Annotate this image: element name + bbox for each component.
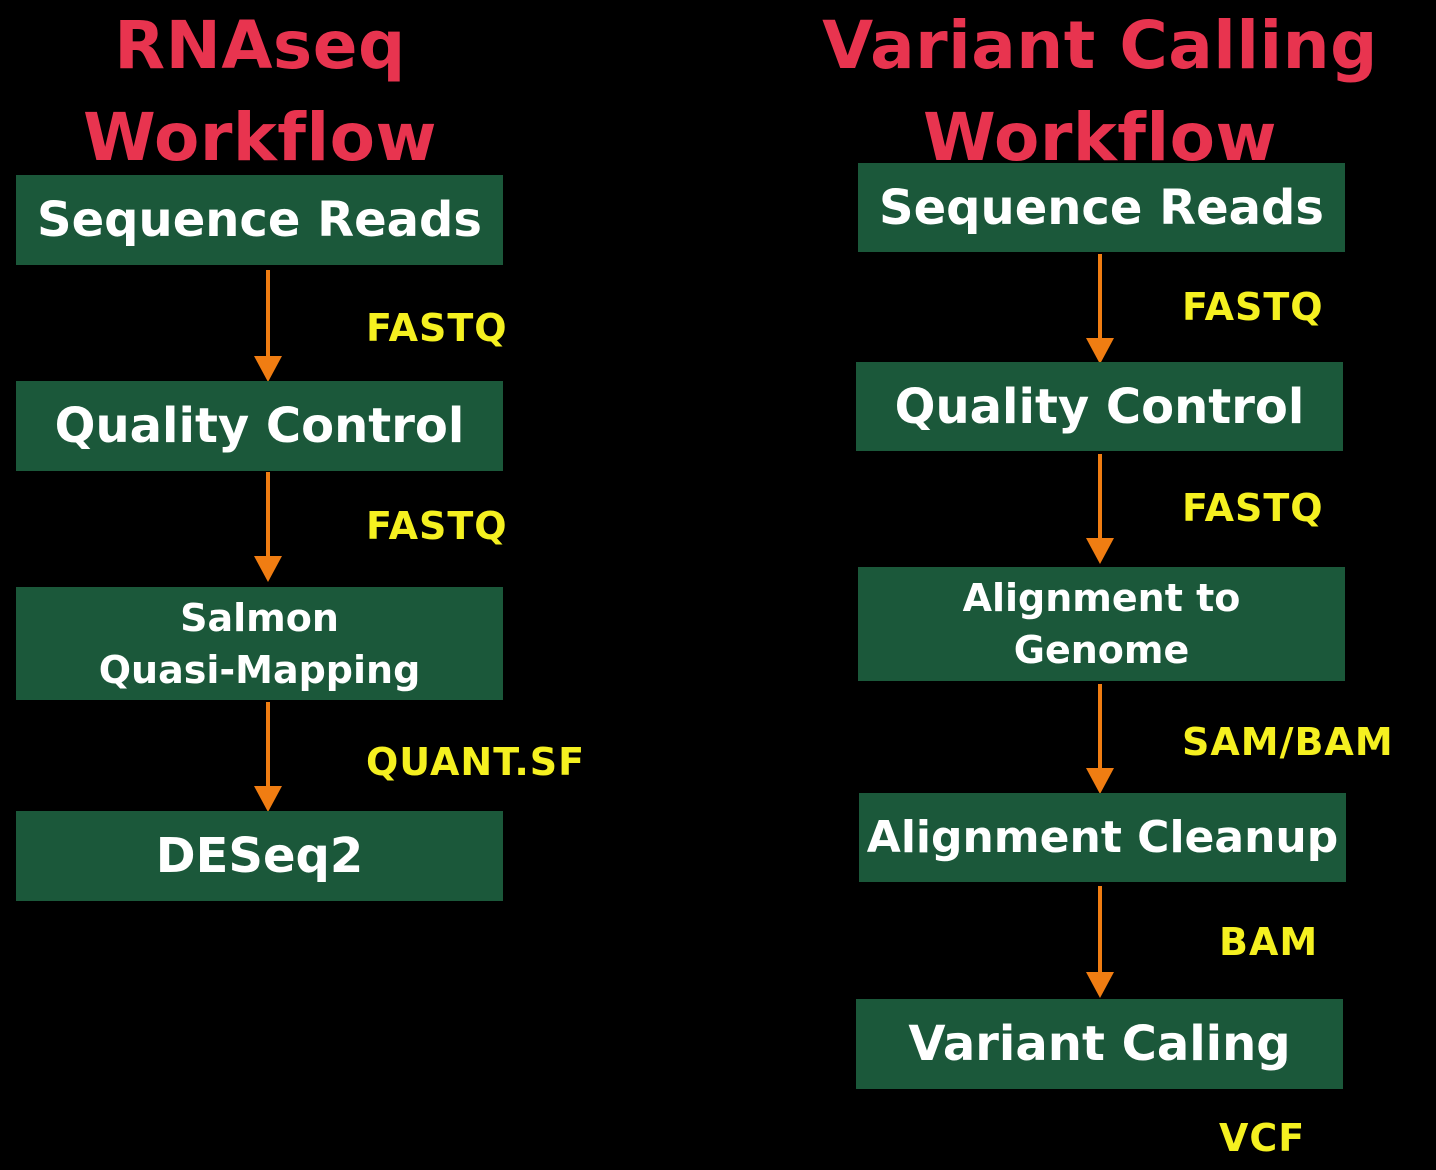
- variant-format-5: VCF: [1219, 1116, 1306, 1160]
- rnaseq-step-sequence-reads: Sequence Reads: [16, 175, 503, 265]
- rnaseq-arrow-1: [254, 270, 282, 382]
- variant-step-alignment-cleanup: Alignment Cleanup: [859, 793, 1346, 882]
- variant-arrow-4: [1086, 886, 1114, 998]
- rnaseq-format-2: FASTQ: [366, 504, 508, 548]
- variant-arrow-2: [1086, 454, 1114, 564]
- rnaseq-step-salmon: Salmon Quasi-Mapping: [16, 587, 503, 700]
- variant-format-3: SAM/BAM: [1182, 720, 1394, 764]
- variant-step-alignment: Alignment to Genome: [858, 567, 1345, 681]
- variant-format-2: FASTQ: [1182, 486, 1324, 530]
- variant-title-line1: Variant Calling: [822, 7, 1378, 84]
- rnaseq-step-sequence-reads-label: Sequence Reads: [37, 192, 482, 248]
- rnaseq-format-1: FASTQ: [366, 306, 508, 350]
- variant-step-alignment-cleanup-label: Alignment Cleanup: [866, 812, 1339, 863]
- variant-title: Variant Calling Workflow: [810, 0, 1390, 184]
- variant-step-quality-control: Quality Control: [856, 362, 1343, 451]
- variant-step-alignment-line2: Genome: [1013, 628, 1190, 672]
- variant-step-alignment-line1: Alignment to: [962, 576, 1241, 620]
- rnaseq-step-salmon-line2: Quasi-Mapping: [98, 647, 421, 692]
- variant-step-sequence-reads-label: Sequence Reads: [879, 179, 1324, 236]
- variant-step-quality-control-label: Quality Control: [894, 378, 1305, 435]
- rnaseq-arrow-3: [254, 702, 282, 812]
- rnaseq-format-3: QUANT.SF: [366, 740, 586, 784]
- variant-format-1: FASTQ: [1182, 285, 1324, 329]
- rnaseq-step-salmon-line1: Salmon: [180, 595, 339, 640]
- variant-arrow-3: [1086, 684, 1114, 794]
- rnaseq-step-quality-control-label: Quality Control: [54, 398, 465, 454]
- variant-arrow-1: [1086, 254, 1114, 364]
- rnaseq-step-deseq2: DESeq2: [16, 811, 503, 901]
- rnaseq-title-line1: RNAseq: [114, 7, 406, 84]
- variant-step-sequence-reads: Sequence Reads: [858, 163, 1345, 252]
- variant-format-4: BAM: [1219, 920, 1319, 964]
- variant-step-variant-calling-label: Variant Caling: [908, 1016, 1291, 1072]
- rnaseq-arrow-2: [254, 472, 282, 582]
- variant-step-variant-calling: Variant Caling: [856, 999, 1343, 1089]
- rnaseq-step-deseq2-label: DESeq2: [155, 828, 364, 884]
- rnaseq-step-quality-control: Quality Control: [16, 381, 503, 471]
- rnaseq-title-line2: Workflow: [83, 99, 437, 176]
- rnaseq-title: RNAseq Workflow: [40, 0, 480, 184]
